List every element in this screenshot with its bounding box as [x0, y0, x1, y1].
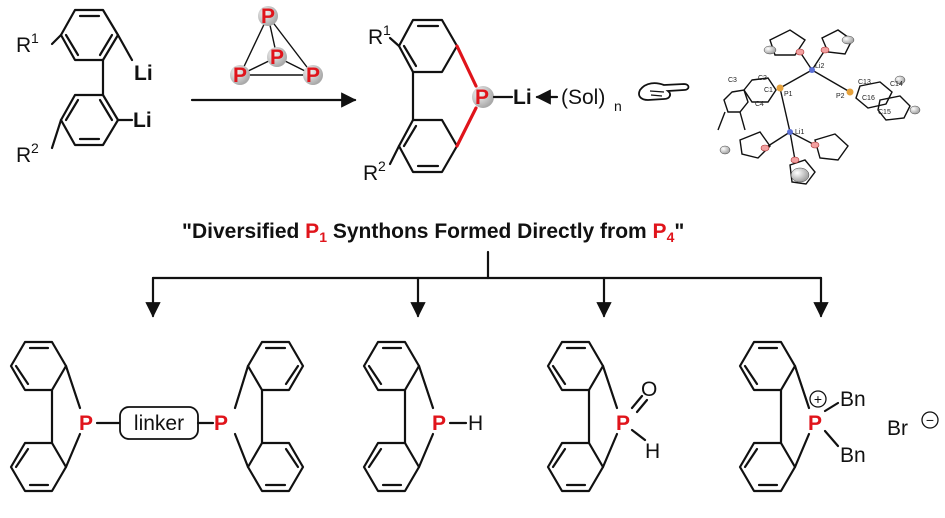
starting-material-dilithiobiphenyl: Li Li R 1 R 2 [16, 8, 153, 167]
minus-charge-label: − [926, 412, 934, 428]
r1-superscript: 1 [31, 30, 39, 46]
p4-atom-left [230, 65, 250, 85]
derivative-linked-bisphosphole: P linker P [9, 340, 305, 493]
bromide-label: Br [887, 417, 908, 440]
lithium-bottom-label: Li [133, 109, 152, 132]
label-p2: P2 [836, 93, 845, 100]
label-li2: Li2 [815, 63, 824, 70]
derivative-secondary-phosphine: P H [362, 340, 483, 493]
crystal-structure-ortep: Li2 C1 C2 C3 C4 P1 P2 C13 C14 C16 C15 Li… [717, 29, 921, 185]
oxide-o-label: O [641, 378, 657, 401]
headline-p1: P [305, 220, 319, 243]
atom-li1 [787, 129, 793, 135]
headline-part2: Synthons Formed Directly from [327, 220, 653, 243]
r2-superscript: 2 [31, 140, 39, 156]
p4-atom-right [303, 65, 323, 85]
p4-atom-top [258, 6, 278, 26]
p4-label-right: P [306, 64, 320, 87]
label-c14: C14 [890, 81, 903, 88]
headline-p4-sub: 4 [667, 229, 675, 245]
pointing-hand-icon [638, 82, 690, 101]
phosphine-h-label: H [468, 412, 483, 435]
phosphine-p-label: P [432, 412, 446, 435]
label-p1: P1 [784, 91, 793, 98]
product-r1-label: R [368, 26, 383, 49]
headline-p1-sub: 1 [319, 229, 327, 245]
p4-label-top: P [261, 5, 275, 28]
lithium-top-label: Li [134, 62, 153, 85]
headline: "Diversified P1 Synthons Formed Directly… [182, 220, 684, 245]
product-r1-superscript: 1 [383, 22, 391, 38]
plus-charge-label: + [814, 391, 822, 407]
phosphonium-p-label: P [808, 412, 822, 435]
white-phosphorus-tetrahedron: P P P P [230, 5, 323, 87]
label-li1: Li1 [795, 129, 804, 136]
product-r2-superscript: 2 [378, 158, 386, 174]
label-c1: C1 [764, 87, 773, 94]
p4-label-center: P [270, 46, 284, 69]
atom-p1 [776, 84, 784, 92]
derivative-phosphonium-salt: P + Bn Bn Br − [738, 340, 939, 493]
r1-label: R [16, 34, 31, 57]
atom-p2 [846, 88, 854, 96]
headline-part3: " [674, 220, 684, 243]
r2-label: R [16, 144, 31, 167]
atom-li2 [809, 67, 815, 73]
label-c3: C3 [728, 77, 737, 84]
product-lithium-dibenzophospholide: P Li (Sol) n R 1 R 2 [363, 18, 622, 185]
solvent-subscript: n [614, 98, 622, 114]
product-li-label: Li [513, 86, 532, 109]
oxide-p-label: P [616, 412, 630, 435]
minus-charge-circle [921, 411, 939, 429]
plus-charge-circle [809, 390, 827, 408]
label-c13: C13 [858, 79, 871, 86]
product-r2-label: R [363, 162, 378, 185]
branch-connectors [145, 250, 829, 318]
linker-label: linker [134, 412, 184, 435]
derivative-phosphine-oxide: P O H [546, 340, 660, 493]
label-c15: C15 [878, 109, 891, 116]
left-p-label: P [79, 412, 93, 435]
product-p-sphere [472, 86, 494, 108]
label-c16: C16 [862, 95, 875, 102]
p4-label-left: P [233, 64, 247, 87]
benzyl-2-label: Bn [840, 444, 866, 467]
headline-p4: P [653, 220, 667, 243]
right-p-label: P [214, 412, 228, 435]
oxide-h-label: H [645, 440, 660, 463]
solvent-label: (Sol) [561, 86, 605, 109]
p4-atom-center [267, 47, 287, 67]
label-c2: C2 [758, 75, 767, 82]
label-c4: C4 [755, 101, 764, 108]
benzyl-1-label: Bn [840, 388, 866, 411]
headline-part1: "Diversified [182, 220, 305, 243]
product-p-label: P [475, 86, 489, 109]
